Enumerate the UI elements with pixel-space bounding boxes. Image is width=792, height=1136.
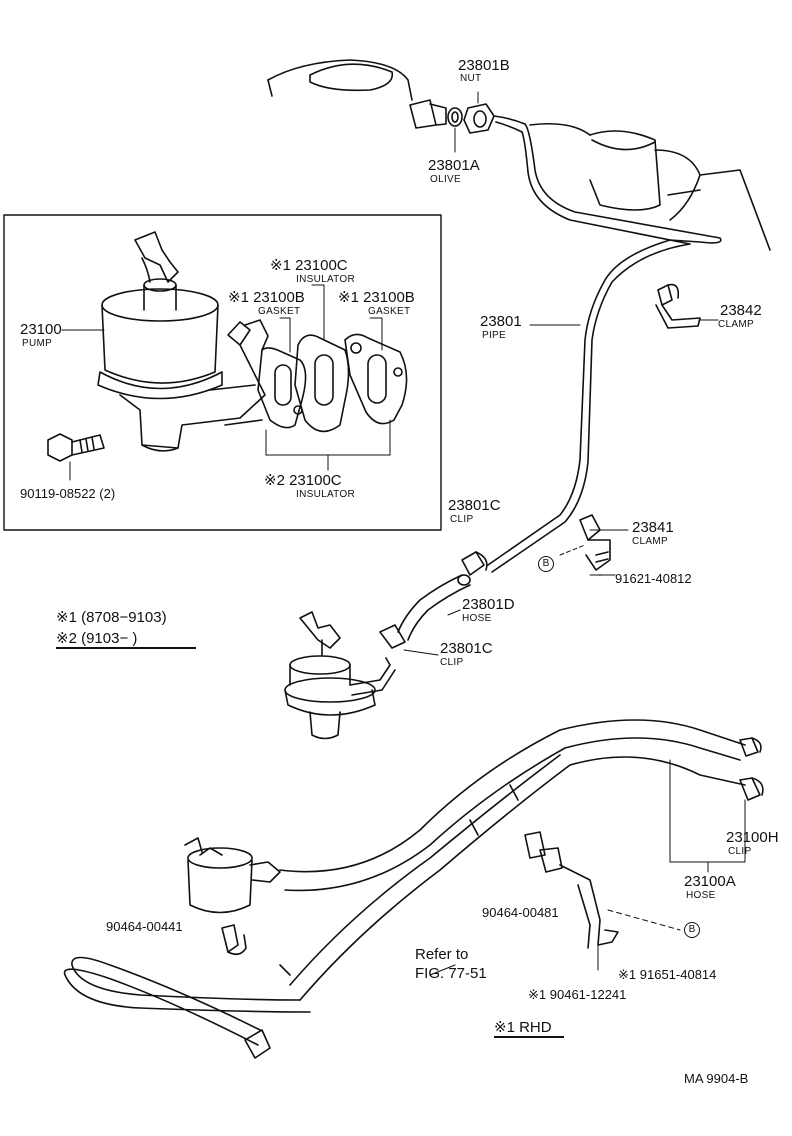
clip-lower-number: 23801C [440, 640, 493, 657]
clamp-23842-number: 23842 [720, 302, 762, 319]
pipe-number: 23801 [480, 313, 522, 330]
bracket-90464-00481 [524, 831, 681, 971]
insulator-top-mark: ※1 [270, 257, 291, 274]
legend-line-1: ※1 (8708−9103) [56, 609, 167, 626]
pump-leader-lines [61, 284, 391, 481]
insulator-bottom-name: INSULATOR [296, 489, 356, 500]
pump-number: 23100 [20, 321, 62, 338]
gasket-right-name: GASKET [368, 306, 411, 317]
engine-outline [267, 59, 771, 251]
bolt-90461-mark: ※1 [528, 987, 547, 1002]
bolt-90461-number: 90461-12241 [549, 987, 627, 1002]
fuel-filter-lower [184, 837, 281, 914]
insulator-bottom-number: 23100C [289, 472, 342, 489]
clip-23100h-number: 23100H [726, 829, 779, 846]
figure-code: MA 9904-B [684, 1071, 749, 1086]
clip-90464-00441-number: 90464-00441 [106, 919, 183, 934]
clamp-23841-number: 23841 [632, 519, 674, 536]
pipe-name: PIPE [482, 330, 506, 341]
rhd-note: ※1 RHD [494, 1020, 564, 1038]
clip-lower-name: CLIP [440, 657, 464, 668]
pump-group-box [3, 214, 442, 531]
clamp-23841 [559, 514, 611, 576]
clip-90464-00441 [221, 924, 247, 956]
fuel-pump-23100 [97, 231, 269, 452]
gasket-right-mark: ※1 [338, 289, 359, 306]
pump-name: PUMP [22, 338, 53, 349]
insulator-top-number: 23100C [295, 257, 348, 274]
nut-name: NUT [460, 73, 482, 84]
hoses-23100a [63, 719, 746, 1059]
hose-23801d-number: 23801D [462, 596, 515, 613]
insulator-bottom-mark: ※2 [264, 472, 285, 489]
nut-olive-fitting [409, 99, 526, 134]
olive-number: 23801A [428, 157, 480, 174]
hose-23100a-name: HOSE [686, 890, 716, 901]
bolt-90119-number: 90119-08522 (2) [20, 486, 116, 501]
gasket-insulator-set [257, 333, 408, 433]
hose-23801d-name: HOSE [462, 613, 492, 624]
clip-upper-name: CLIP [450, 514, 474, 525]
bolt-90119-08522 [47, 433, 105, 462]
clip-upper-number: 23801C [448, 497, 501, 514]
clamp-23841-name: CLAMP [632, 536, 668, 547]
bolt-91621-symbol: B [538, 556, 554, 572]
clip-23100h-name: CLIP [728, 846, 752, 857]
hose-23100a-number: 23100A [684, 873, 736, 890]
insulator-top-name: INSULATOR [296, 274, 356, 285]
filter-canister-middle [284, 611, 396, 740]
clip-90464-00481-number: 90464-00481 [482, 905, 559, 920]
refer-line-1: Refer to [415, 946, 469, 963]
clamp-23842 [655, 283, 701, 329]
label-leader-lines [403, 91, 719, 976]
bolt-91651-number: 91651-40814 [639, 967, 717, 982]
nut-number: 23801B [458, 57, 510, 74]
gasket-left-number: 23100B [253, 289, 305, 306]
clips-23100h [669, 737, 764, 873]
hose-23801d-and-clips [379, 551, 488, 649]
gasket-left-name: GASKET [258, 306, 301, 317]
gasket-right-number: 23100B [363, 289, 415, 306]
bolt-91651-symbol: B [684, 922, 700, 938]
clamp-23842-name: CLAMP [718, 319, 754, 330]
refer-line-2: FIG. 77-51 [415, 965, 487, 982]
olive-name: OLIVE [430, 174, 461, 185]
bolt-91651-mark: ※1 [618, 967, 637, 982]
gasket-left-mark: ※1 [228, 289, 249, 306]
legend-line-2: ※2 (9103− ) [56, 631, 196, 649]
bolt-91621-number: 91621-40812 [615, 571, 692, 586]
pipe-23801 [487, 123, 722, 573]
